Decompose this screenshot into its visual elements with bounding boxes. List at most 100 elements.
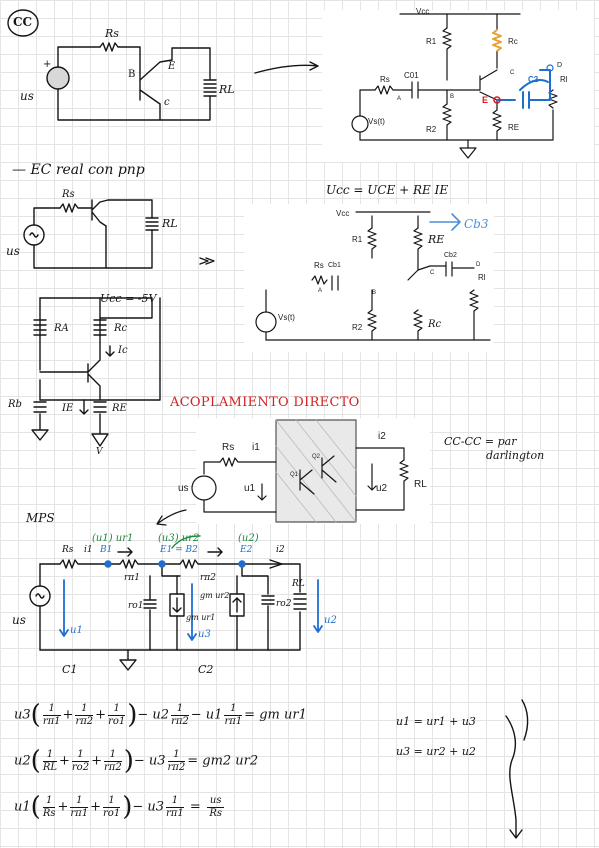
dc-i2: i2 bbox=[378, 431, 386, 442]
s1-e: E bbox=[482, 95, 489, 105]
mps-rpi2-resistor bbox=[179, 559, 243, 569]
rc-zigzag bbox=[492, 29, 502, 52]
s1-vs: Vs(t) bbox=[368, 117, 385, 126]
ec-rl-resistor bbox=[145, 217, 159, 231]
mps-rpi1-resistor bbox=[119, 559, 163, 569]
dc-note-2: darlington bbox=[486, 449, 545, 462]
rl-resistor bbox=[203, 79, 217, 97]
s2-r2-zigzag bbox=[367, 309, 377, 341]
mps-rpi1: rπ1 bbox=[124, 573, 140, 583]
ec-circuit-drawing bbox=[23, 199, 215, 269]
mps-i1: i1 bbox=[84, 545, 93, 555]
direct-coupling-drawing bbox=[156, 419, 409, 526]
mps-c1: C1 bbox=[62, 663, 78, 676]
c1-b-label: B bbox=[128, 69, 136, 80]
s2-cb1: Cb1 bbox=[328, 262, 341, 269]
mps-u1-top: (u1) ur1 bbox=[92, 533, 134, 544]
eq1-lhs: u3 bbox=[14, 707, 31, 723]
re-resistor bbox=[93, 401, 107, 413]
ec-rl: RL bbox=[162, 217, 178, 230]
bias-drawing bbox=[31, 297, 161, 447]
bias-rc: Rc bbox=[114, 323, 128, 334]
s2-re-zigzag bbox=[413, 227, 423, 259]
ec-rs: Rs bbox=[62, 189, 75, 200]
s2-c: C bbox=[430, 270, 435, 276]
mps-u3: u3 bbox=[198, 629, 211, 640]
s1-c2: C2 bbox=[528, 75, 539, 84]
bias-re: RE bbox=[112, 403, 127, 414]
s2-rl-zigzag bbox=[469, 289, 479, 341]
bias-v: V bbox=[96, 447, 103, 457]
c1-c-label: c bbox=[164, 97, 170, 108]
mps-rpi2: rπ2 bbox=[200, 573, 216, 583]
mps-rl: RL bbox=[292, 579, 305, 589]
s2-equation: Ucc = UCE + RE IE bbox=[326, 183, 449, 197]
dc-rl: RL bbox=[414, 479, 427, 490]
mps-rs-resistor bbox=[59, 559, 105, 569]
cc-title: CC bbox=[13, 15, 33, 29]
s1-b: B bbox=[450, 94, 455, 100]
s2-d: D bbox=[476, 262, 481, 268]
dc-rl-zigzag bbox=[355, 459, 409, 511]
s2-a: A bbox=[318, 288, 323, 294]
mps-u2: u2 bbox=[324, 615, 337, 626]
mps-e1b2: E1 = B2 bbox=[160, 545, 198, 555]
mps-rs: Rs bbox=[62, 545, 74, 555]
mps-u3-top: (u3) ur2 bbox=[158, 533, 200, 544]
c1-rs-label: Rs bbox=[105, 27, 119, 40]
rs-resistor bbox=[99, 42, 141, 73]
eq3-lhs: u1 bbox=[14, 799, 31, 815]
bias-vcc: Ucc = -5V bbox=[100, 292, 157, 305]
s2-r2: R2 bbox=[352, 323, 363, 332]
ro2-resistor bbox=[261, 595, 275, 605]
mps-i2: i2 bbox=[276, 545, 285, 555]
s2-rc: Rc bbox=[428, 319, 442, 330]
mps-ro1: ro1 bbox=[128, 601, 144, 611]
s2-vcc: Vcc bbox=[336, 209, 350, 218]
s1-rs: Rs bbox=[380, 75, 390, 84]
dc-rs-zigzag bbox=[219, 457, 277, 467]
s2-r1: R1 bbox=[352, 235, 363, 244]
dc-i1: i1 bbox=[252, 442, 260, 453]
rb-resistor bbox=[33, 401, 47, 413]
dc-note-1: CC-CC = par bbox=[444, 435, 517, 448]
us-source-circle bbox=[46, 66, 70, 90]
s2-rl: Rl bbox=[478, 273, 486, 282]
dc-u1: u1 bbox=[244, 483, 256, 494]
s1-a: A bbox=[397, 96, 402, 102]
schematic2-drawing bbox=[255, 211, 491, 341]
rs-zigzag bbox=[374, 85, 413, 95]
mps-u2-top: (u2) bbox=[238, 533, 259, 544]
s1-d: D bbox=[557, 62, 563, 69]
s1-c: C bbox=[510, 70, 515, 76]
mps-gm1: gm ur1 bbox=[186, 613, 216, 622]
ro1-resistor bbox=[143, 599, 157, 609]
s2-rs: Rs bbox=[314, 261, 324, 270]
dc-rs: Rs bbox=[222, 442, 235, 453]
mps-b1: B1 bbox=[100, 545, 113, 555]
mps-us: us bbox=[12, 613, 26, 627]
schematic1-panel bbox=[322, 10, 594, 162]
c1-rl-label: RL bbox=[219, 83, 235, 96]
mps-gm2: gm ur2 bbox=[200, 591, 230, 600]
dc-title: ACOPLAMIENTO DIRECTO bbox=[170, 395, 360, 410]
ec-us: us bbox=[6, 244, 20, 258]
s1-vcc: Vcc bbox=[416, 7, 430, 16]
mps-label: MPS bbox=[26, 511, 55, 525]
s2-rc-zigzag bbox=[413, 309, 423, 341]
s2-cb2: Cb2 bbox=[444, 252, 457, 259]
side-eq-1: u1 = ur1 + u3 bbox=[396, 715, 476, 728]
s1-r1: R1 bbox=[426, 37, 437, 46]
ec-rs-resistor bbox=[59, 203, 93, 213]
